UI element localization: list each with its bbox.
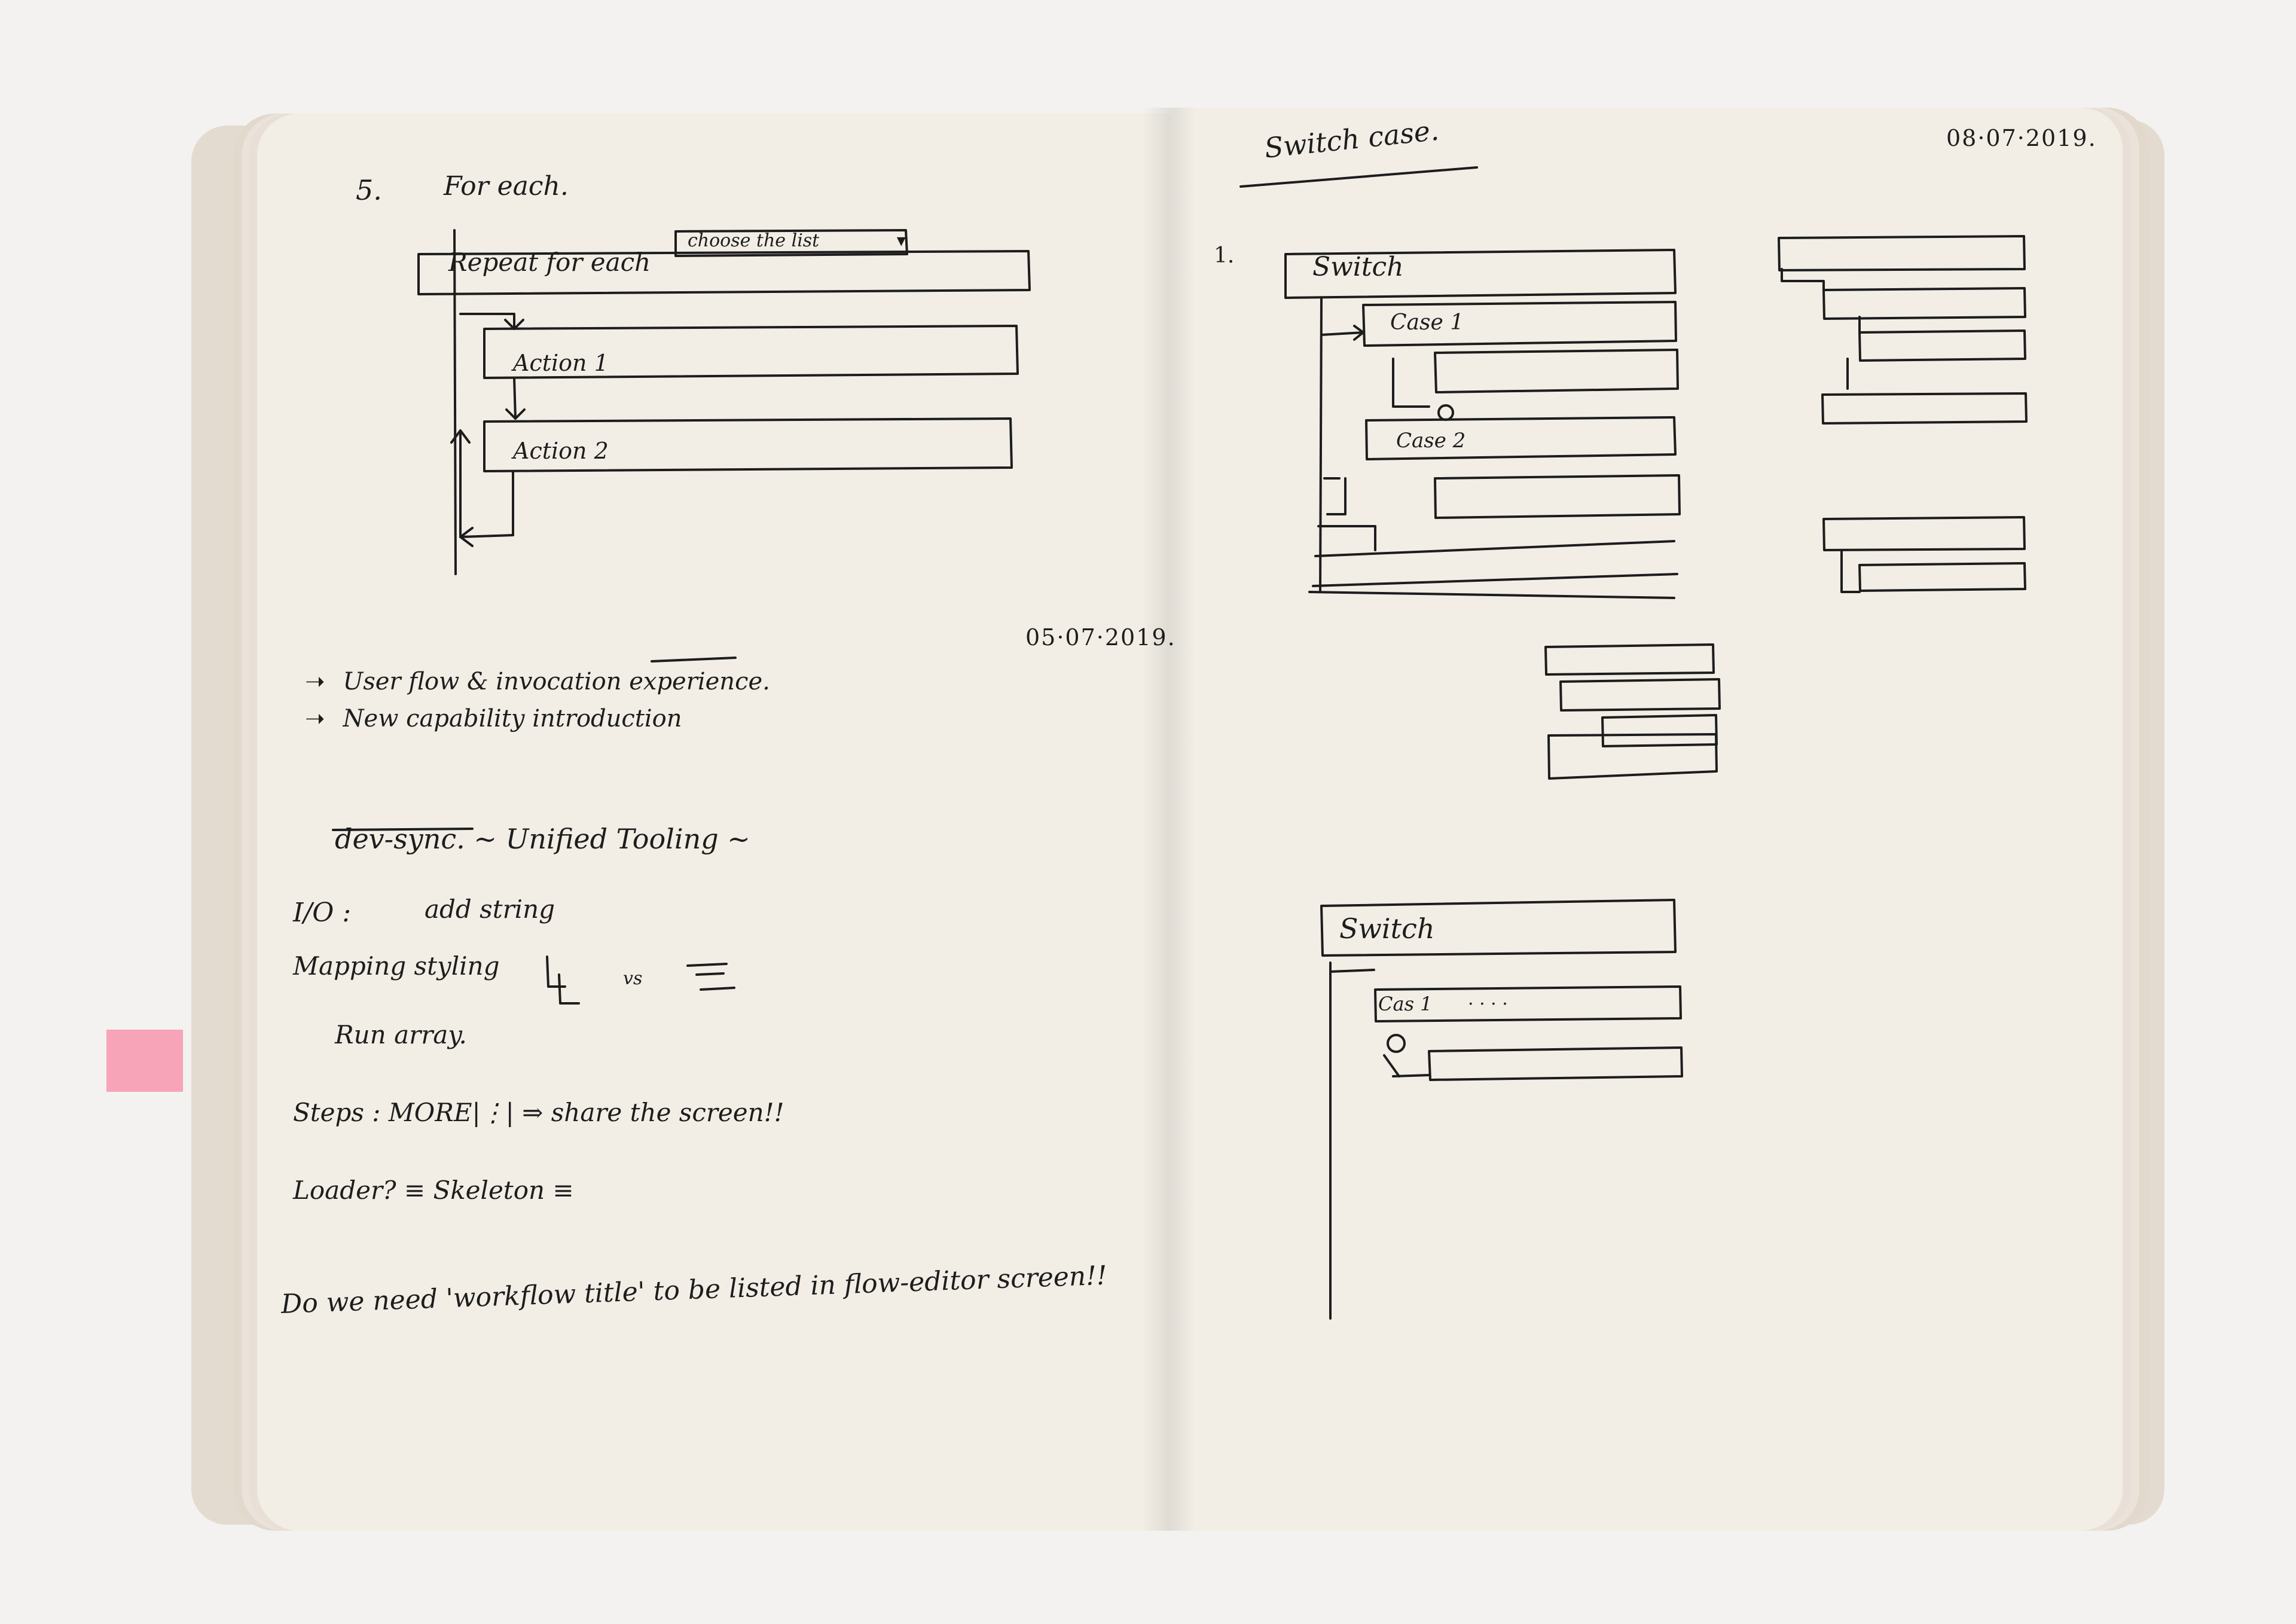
nested-block-sketch-1 — [1778, 235, 2028, 425]
for-each-diagram — [417, 229, 1031, 663]
book-spine-shadow — [1142, 108, 1196, 1531]
dropdown-value: choose the list — [688, 230, 820, 251]
run-array-text: Run array. — [335, 1020, 467, 1049]
mapping-style-glyphs — [546, 956, 735, 1005]
case-1-label: Case 1 — [1390, 310, 1464, 335]
devsync-underline — [332, 828, 474, 831]
list-item: ➝ User flow & invocation experience. — [305, 670, 770, 694]
loader-line: Loader? ≡ Skeleton ≡ — [293, 1176, 574, 1205]
switch-case-underline — [1239, 166, 1478, 188]
bullet-list: ➝ User flow & invocation experience. ➝ New… — [305, 670, 770, 731]
steps-line: Steps : MORE|⋮| ⇒ share the screen!! — [293, 1098, 784, 1127]
vs-label: vs — [623, 968, 643, 989]
choose-list-dropdown[interactable]: choose the list ▾ — [688, 232, 906, 250]
case-2-label: Case 2 — [1396, 429, 1466, 453]
underline-section — [651, 657, 737, 663]
devsync-title: dev-sync. ~ Unified Tooling ~ — [335, 823, 750, 855]
case-1b-label: Cas 1 — [1378, 993, 1433, 1015]
nested-block-sketch-2 — [1822, 516, 2026, 593]
arrow-icon: ➝ — [305, 668, 325, 695]
io-label: I/O : — [293, 898, 352, 928]
date-left: 05·07·2019. — [1025, 624, 1176, 651]
nested-block-sketch-3 — [1544, 643, 1721, 780]
repeat-for-each-label: Repeat for each — [448, 248, 651, 277]
for-each-heading: For each. — [444, 171, 569, 202]
date-right: 08·07·2019. — [1946, 125, 2097, 151]
action-2-label: Action 2 — [513, 438, 609, 464]
io-value: add string — [425, 895, 555, 924]
bullet-text: User flow & invocation experience. — [343, 668, 770, 695]
switch-diagram-1 — [1284, 249, 1681, 599]
left-page — [257, 114, 1172, 1531]
switch-label: Switch — [1312, 252, 1404, 282]
bullet-text: New capability introduction — [343, 705, 682, 732]
action-1-label: Action 1 — [513, 350, 609, 376]
ellipsis-dots: · · · · — [1468, 994, 1508, 1015]
mapping-styling-label: Mapping styling — [293, 951, 500, 981]
switch-2-label: Switch — [1339, 912, 1435, 945]
switch-diagram-2 — [1320, 899, 1683, 1320]
step-number: 5. — [356, 174, 382, 206]
arrow-icon: ➝ — [305, 705, 325, 732]
pink-sticky-tab — [106, 1030, 183, 1092]
list-item: ➝ New capability introduction — [305, 707, 770, 731]
chevron-down-icon: ▾ — [896, 230, 906, 251]
item-number: 1. — [1214, 243, 1235, 268]
